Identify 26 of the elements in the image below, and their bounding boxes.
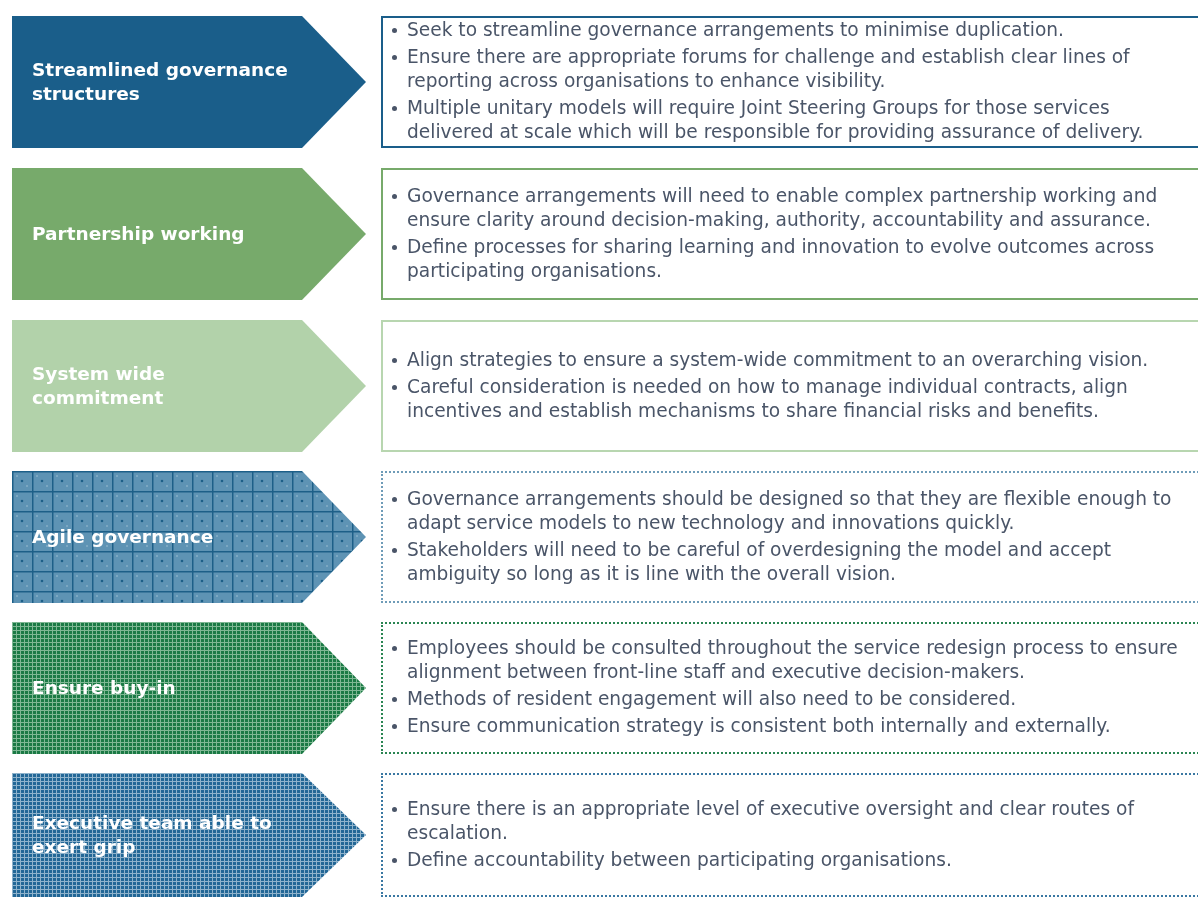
text-panel [381, 320, 1198, 452]
bullet-text: Ensure there are appropriate forums for challenge and establish clear lines of reporting across organisations to enhance visibility. [407, 46, 1130, 91]
text-panel [381, 471, 1198, 603]
bullet-text: Multiple unitary models will require Joint Steering Groups for those services delivered at scale which will be responsible for providing assurance of delivery. [407, 97, 1144, 142]
bullet-text: Define accountability between participating organisations. [407, 848, 952, 870]
text-panel [381, 168, 1198, 300]
chevron-label: Partnership working [32, 222, 246, 246]
bullet-text: Governance arrangements should be designed so that they are flexible enough to adapt service models to new technology and innovations quickly. [407, 487, 1172, 533]
text-panel [381, 773, 1198, 897]
bullet-text: Governance arrangements will need to enable complex partnership working and ensure clarity around decision-making, authority, accountability and assurance. [407, 184, 1158, 230]
text-panel [381, 622, 1198, 754]
chevron-label: Agile governance [32, 525, 215, 549]
bullet-text: Seek to streamline governance arrangements to minimise duplication. [407, 19, 1065, 40]
bullet-text: Careful consideration is needed on how to manage individual contracts, align incentives and establish mechanisms to share financial risks and benefits. [407, 375, 1128, 421]
chevron-label: Ensure buy-in [32, 676, 177, 700]
bullet-text: Stakeholders will need to be careful of overdesigning the model and accept ambiguity so long as it is line with the overall vision. [407, 538, 1112, 584]
bullet-text: Employees should be consulted throughout the service redesign process to ensure alignment between front-line staff and executive decision-makers. [407, 637, 1178, 682]
bullet-text: Align strategies to ensure a system-wide commitment to an overarching vision. [407, 348, 1149, 370]
bullet-text: Define processes for sharing learning and innovation to evolve outcomes across participating organisations. [407, 235, 1155, 281]
chevron-label: System wide commitment [32, 362, 166, 410]
bullet-text: Methods of resident engagement will also need to be considered. [407, 688, 1017, 709]
bullet-text: Ensure there is an appropriate level of executive oversight and clear routes of escalation. [407, 797, 1134, 843]
bullet-text: Ensure communication strategy is consistent both internally and externally. [407, 715, 1111, 736]
chevron-label: Streamlined governance structures [32, 58, 289, 106]
chevron-label: Executive team able to exert grip [32, 811, 273, 859]
text-panel [381, 16, 1198, 148]
